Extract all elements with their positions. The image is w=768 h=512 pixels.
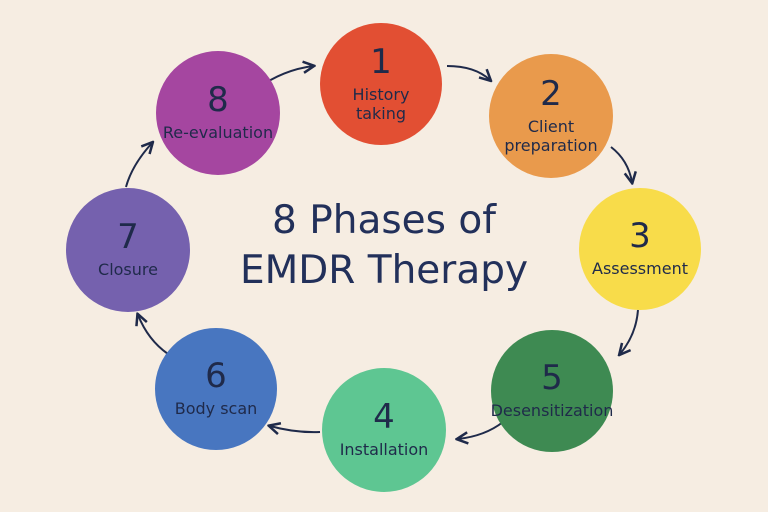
arrow-2-to-3 [610, 146, 632, 182]
phase-label: Desensitization [490, 401, 614, 421]
arrow-3-to-5 [620, 309, 639, 354]
phase-number: 7 [117, 217, 139, 258]
phase-number: 5 [541, 358, 563, 399]
phase-label: Re-evaluation [162, 123, 274, 143]
phase-2-client-preparation: 2 Client preparation [489, 54, 613, 178]
title-line-2: EMDR Therapy [239, 248, 529, 293]
diagram-title: 8 Phases of EMDR Therapy [214, 196, 554, 296]
phase-number: 2 [540, 73, 562, 114]
phase-6-body-scan: 6 Body scan [155, 328, 277, 450]
arrow-7-to-8 [125, 143, 152, 188]
arrow-1-to-2 [446, 65, 490, 80]
phase-label: Assessment [592, 259, 688, 279]
phase-5-desensitization: 5 Desensitization [491, 330, 613, 452]
phase-1-history-taking: 1 History taking [320, 23, 442, 145]
phase-number: 8 [207, 80, 229, 121]
phase-3-assessment: 3 Assessment [579, 188, 701, 310]
phase-number: 1 [370, 41, 392, 82]
phase-8-re-evaluation: 8 Re-evaluation [156, 51, 280, 175]
phase-number: 3 [629, 216, 651, 257]
phase-label: Installation [339, 440, 429, 460]
phase-7-closure: 7 Closure [66, 188, 190, 312]
arrow-4-to-6 [270, 426, 321, 432]
phase-label: Client preparation [504, 116, 598, 155]
title-line-1: 8 Phases of [272, 198, 496, 243]
phase-label: History taking [352, 84, 410, 123]
phase-number: 4 [373, 397, 395, 438]
phase-4-installation: 4 Installation [322, 368, 446, 492]
arrow-5-to-4 [458, 421, 504, 439]
phase-label: Body scan [174, 399, 258, 419]
phase-label: Closure [98, 260, 158, 280]
phase-number: 6 [205, 356, 227, 397]
arrow-6-to-7 [138, 315, 169, 355]
